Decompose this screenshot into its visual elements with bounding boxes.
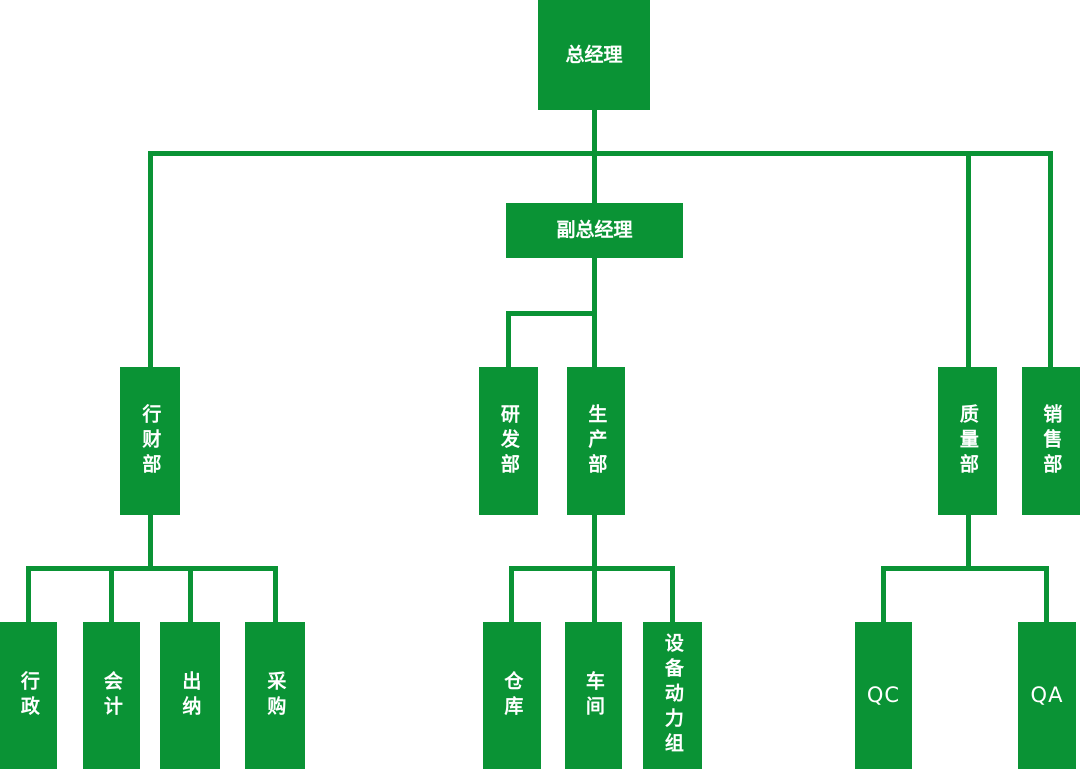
node-workshop: 车间	[565, 622, 622, 769]
node-general-manager: 总经理	[538, 0, 650, 110]
edge-drop-qc	[881, 566, 886, 622]
node-equipment-power-group: 设备动力组	[643, 622, 702, 769]
edge-dgm-elbow-horizontal	[506, 311, 597, 316]
node-quality-dept: 质量部	[938, 367, 997, 515]
node-qc-label: QC	[866, 682, 901, 707]
node-deputy-general-manager-label: 副总经理	[556, 219, 633, 242]
node-rd-dept-label: 研发部	[497, 403, 520, 479]
node-qa-label: QA	[1030, 682, 1064, 707]
node-procurement: 采购	[245, 622, 305, 769]
node-accounting: 会计	[83, 622, 140, 769]
node-accounting-label: 会计	[100, 670, 123, 721]
node-admin-finance-dept: 行财部	[120, 367, 180, 515]
node-production-dept: 生产部	[567, 367, 625, 515]
node-admin-label: 行政	[17, 670, 40, 721]
edge-drop-warehouse	[509, 566, 514, 622]
node-rd-dept: 研发部	[479, 367, 538, 515]
edge-admin-finance-down	[148, 515, 153, 571]
node-production-dept-label: 生产部	[585, 403, 608, 479]
edge-drop-rd	[506, 311, 511, 367]
edge-drop-equipment-power	[670, 566, 675, 622]
node-sales-dept: 销售部	[1022, 367, 1080, 515]
edge-quality-bus	[881, 566, 1049, 571]
edge-production-bus	[509, 566, 675, 571]
edge-drop-cashier	[188, 566, 193, 622]
node-admin: 行政	[0, 622, 57, 769]
node-procurement-label: 采购	[264, 670, 287, 721]
node-quality-dept-label: 质量部	[956, 403, 979, 479]
node-equipment-power-group-label: 设备动力组	[661, 633, 684, 758]
edge-gm-to-dgm	[592, 110, 597, 203]
node-qc: QC	[855, 622, 912, 769]
node-admin-finance-dept-label: 行财部	[139, 403, 162, 479]
edge-drop-procurement	[273, 566, 278, 622]
edge-drop-accounting	[109, 566, 114, 622]
node-deputy-general-manager: 副总经理	[506, 203, 683, 258]
node-cashier-label: 出纳	[179, 670, 202, 721]
edge-drop-admin	[26, 566, 31, 622]
edge-quality-down	[966, 515, 971, 571]
node-warehouse-label: 仓库	[501, 670, 524, 721]
node-sales-dept-label: 销售部	[1040, 403, 1063, 479]
edge-admin-finance-bus	[26, 566, 278, 571]
node-warehouse: 仓库	[483, 622, 541, 769]
node-qa: QA	[1018, 622, 1076, 769]
edge-drop-admin-finance	[148, 151, 153, 367]
node-cashier: 出纳	[160, 622, 220, 769]
edge-drop-quality	[966, 151, 971, 367]
node-workshop-label: 车间	[582, 670, 605, 721]
edge-drop-sales	[1048, 151, 1053, 367]
edge-drop-qa	[1044, 566, 1049, 622]
edge-main-horizontal-bus	[148, 151, 1053, 156]
node-general-manager-label: 总经理	[565, 43, 623, 66]
